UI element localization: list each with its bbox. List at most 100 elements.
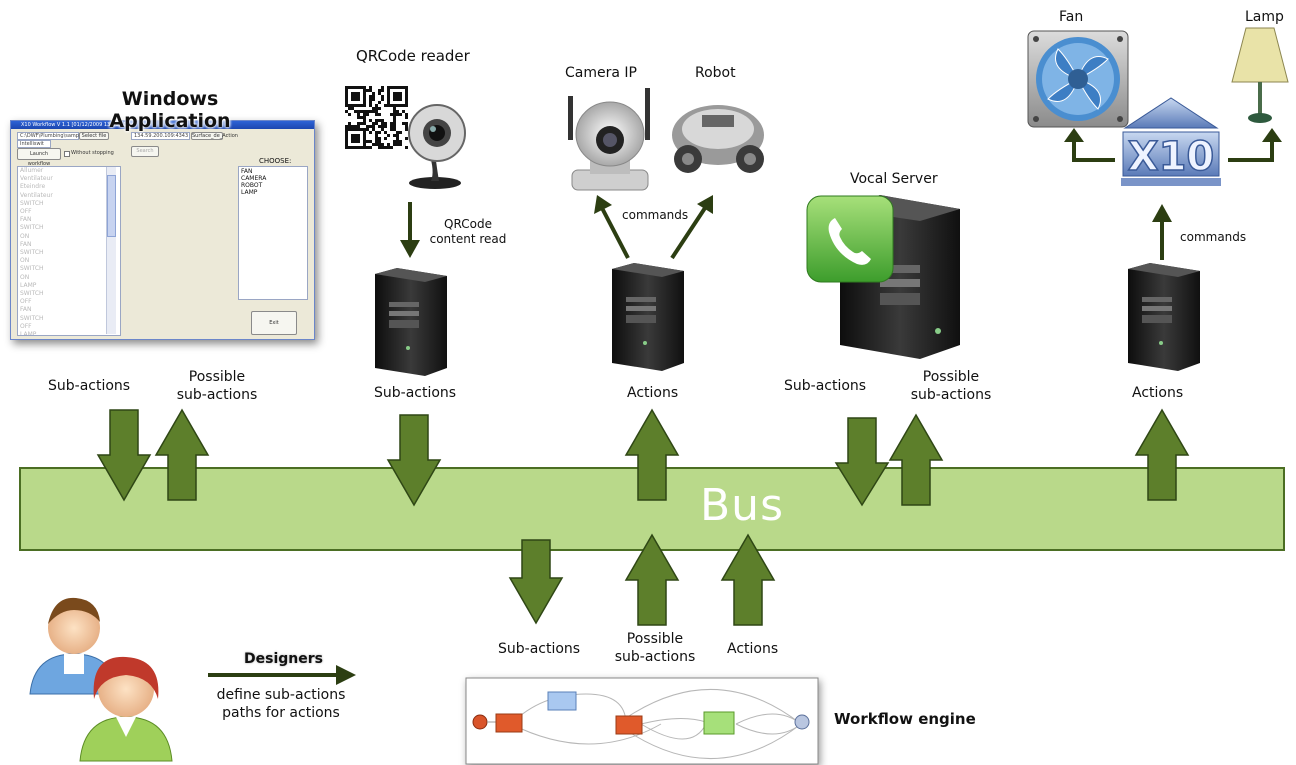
x10-commands-label: commands [1180,230,1247,244]
vocal-server-title: Vocal Server [850,171,938,187]
list-item: ON [20,257,30,265]
vocal-sub-actions-label: Sub-actions [784,378,867,394]
qrcode-read-arrow [400,202,420,258]
x10-logo-icon: X10 [1121,97,1221,186]
list-item: SWITCH [20,224,44,232]
x10-to-fan-arrowhead [1064,128,1084,142]
list-item: SWITCH [20,290,44,298]
list-item: SWITCH [20,199,44,207]
list-item: LAMP [20,331,37,336]
launch-workflow-button: Launch workflow [17,148,61,167]
x10-to-lamp-arrow [1228,140,1274,162]
lamp-title: Lamp [1245,9,1284,25]
designers-label: Designers [244,651,323,667]
server-icon-x10 [1128,263,1200,371]
server-icon-camera-robot [612,263,684,371]
camera-ip-title: Camera IP [565,65,637,81]
list-item: Eteindre [20,183,46,191]
workflow-possible-sub-actions-label: Possible sub-actions [614,631,696,665]
list-item: ON [20,273,30,281]
list-item: OFF [20,322,32,330]
server-icon-qrcode [375,268,447,376]
ip-button: Surface_de_Action [191,132,238,140]
workflow-sub-actions-label: Sub-actions [498,641,581,657]
arrow-up-vocal [888,413,944,506]
phone-icon [806,195,894,283]
arrow-down-vocal [834,417,890,507]
arrow-up-windows [154,408,210,501]
camera-actions-label: Actions [627,385,679,401]
fan-icon [1027,30,1129,128]
camera-commands-label: commands [622,208,689,222]
windows-possible-sub-actions-label: Possible sub-actions [176,369,258,403]
list-item: FAN [20,216,32,224]
qrcode-content-read-label: QRCode content read [429,217,507,246]
path-field: C:\DWF\Plumbing\sample1.XB [17,132,95,140]
list-item: OFF [20,208,32,216]
webcam-icon [408,104,466,189]
camera-ip-icon [568,88,650,191]
robot-title: Robot [695,65,736,81]
list-item: ON [20,232,30,240]
workflow-engine-graph [465,677,819,765]
without-stopping-checkbox [64,151,70,157]
x10-actions-label: Actions [1132,385,1184,401]
choose-item: CAMERA [241,175,267,182]
designers-description: define sub-actions paths for actions [216,687,346,721]
exit-button: Exit [251,311,297,335]
designers-arrow [208,665,356,685]
vocal-possible-sub-actions-label: Possible sub-actions [910,369,992,403]
designer-person-icon-2 [79,656,173,762]
lamp-icon [1231,27,1289,123]
list-item: SWITCH [20,314,44,322]
list-item: SWITCH [20,265,44,273]
list-scrollbar [106,167,116,334]
arrow-down-qrcode [386,414,442,507]
bus-label: Bus [700,480,784,531]
list-item: SWITCH [20,249,44,257]
window-titlebar: X10 Workflow V 1.1 [01/12/2009 13:46:11] [11,121,314,129]
commands-camera-arrow [594,195,630,259]
list-item: Allumer [20,167,44,174]
qrcode-icon [345,86,409,150]
robot-icon [672,105,764,173]
choose-title: CHOOSE: [259,157,292,165]
choose-item: ROBOT [241,182,263,189]
without-stopping-label: Without stopping [71,150,114,156]
workflow-engine-title: Workflow engine [834,710,976,728]
select-file-button: Select file [79,132,109,140]
choose-item: FAN [241,168,253,175]
commands-robot-arrow [670,195,713,260]
x10-to-lamp-arrowhead [1262,128,1282,142]
list-item: FAN [20,240,32,248]
fan-title: Fan [1059,9,1084,25]
commands-x10-arrow [1152,204,1172,260]
windows-application-title: Windows Application [109,88,231,132]
list-item: FAN [20,306,32,314]
arrow-down-workflow [508,539,564,625]
list-item: LAMP [20,281,37,289]
arrow-up-workflow-possible [624,533,680,626]
choose-item: LAMP [241,189,258,196]
workflow-actions-label: Actions [727,641,779,657]
list-item: OFF [20,298,32,306]
windows-app-screenshot: X10 Workflow V 1.1 [01/12/2009 13:46:11]… [10,120,315,340]
list-item: Ventilateur [20,191,53,199]
list-item: Ventilateur [20,175,53,183]
x10-to-fan-arrow [1072,140,1115,162]
arrow-down-windows [96,409,152,502]
bus-arrows [96,408,1190,626]
sub-field: Intelliswit [17,140,51,148]
windows-sub-actions-label: Sub-actions [48,378,131,394]
x10-logo-text: X10 [1128,134,1215,180]
qrcode-sub-actions-label: Sub-actions [374,385,457,401]
qrcode-reader-title: QRCode reader [356,47,470,65]
search-button: Search [131,146,159,157]
ip-field: 134.59.200.109:4343 [131,132,190,140]
arrow-up-workflow-actions [720,533,776,626]
arrow-up-x10 [1134,408,1190,501]
arrow-up-camera [624,408,680,501]
